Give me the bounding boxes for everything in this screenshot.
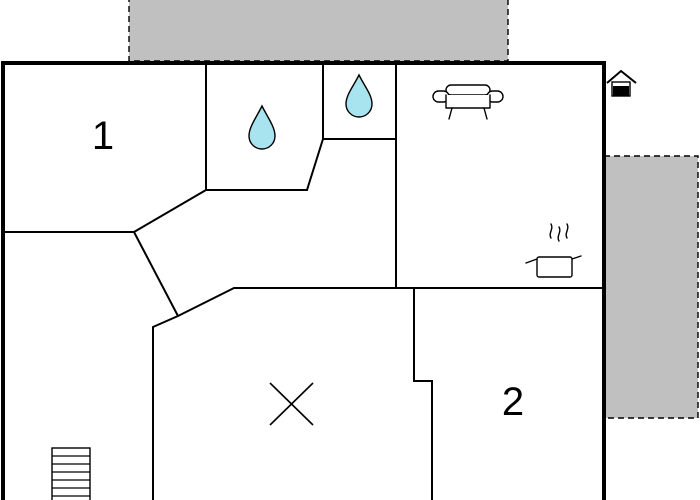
room-label-2: 2 [502,380,524,424]
cooking-pot-icon [525,223,582,278]
water-drop-icon [345,73,373,118]
water-drop-icon [248,104,276,150]
room-label-1: 1 [92,114,114,158]
stairs-icon [51,447,91,500]
terrace-right [603,155,699,419]
sofa-icon [432,84,504,120]
terrace-top [128,0,509,62]
open-space-cross-icon [269,382,314,426]
house-entrance-icon [606,69,637,97]
outer-wall [1,61,606,500]
interior-walls [3,63,604,500]
